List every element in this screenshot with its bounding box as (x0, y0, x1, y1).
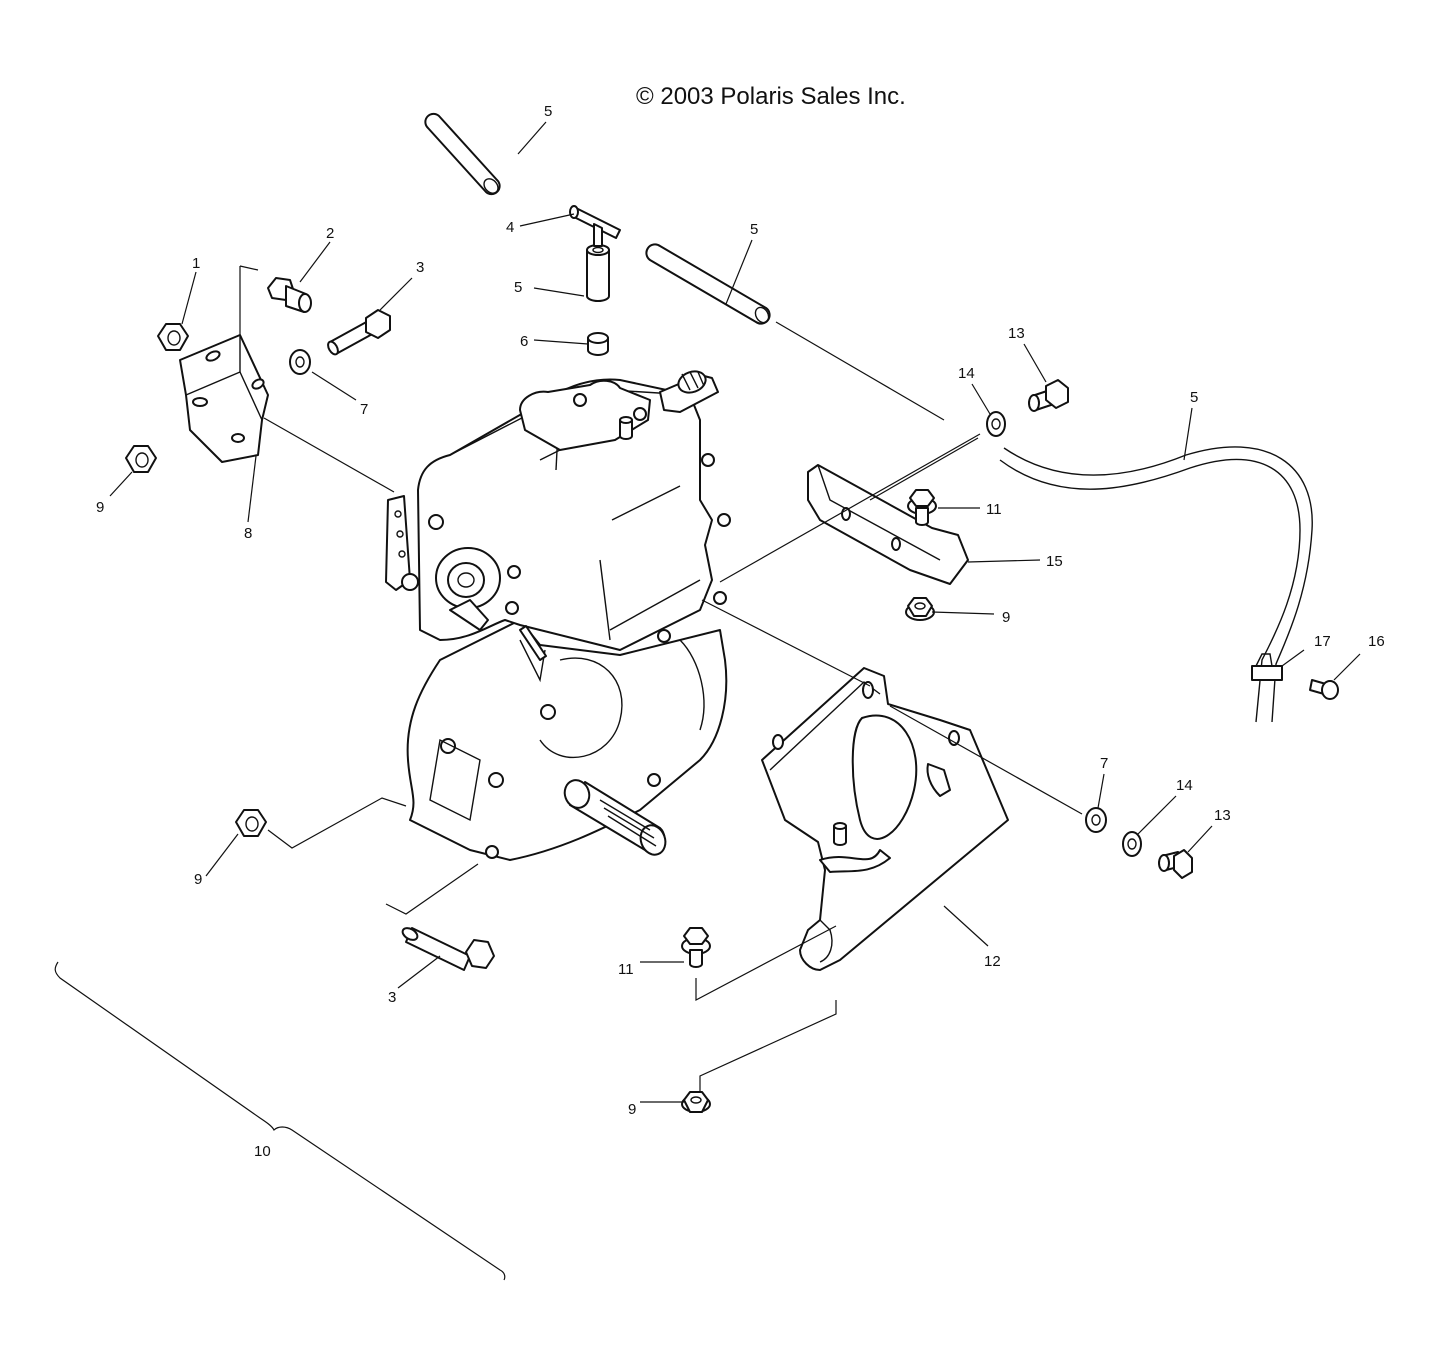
bolt-13-lower (1158, 849, 1193, 879)
callout-7: 7 (360, 401, 368, 418)
callout-labels: 5 4 5 6 5 5 1 2 3 7 9 8 14 13 11 15 9 17… (96, 103, 1385, 1160)
callout-12: 12 (984, 953, 1001, 970)
hose-clamp (1251, 653, 1283, 681)
callout-13: 13 (1008, 325, 1025, 342)
callout-2: 2 (326, 225, 334, 242)
lock-washer-lower (1122, 831, 1142, 857)
callout-5: 5 (544, 103, 552, 120)
screw (1309, 679, 1339, 700)
callout-1: 1 (192, 255, 200, 272)
cap (587, 332, 609, 356)
vent-hose-long (999, 446, 1313, 723)
callout-3: 3 (416, 259, 424, 276)
callout-5: 5 (514, 279, 522, 296)
callout-5: 5 (1190, 389, 1198, 406)
flange-bolt-2 (267, 277, 312, 313)
callout-13: 13 (1214, 807, 1231, 824)
nut-bottom (681, 1091, 711, 1113)
callout-11: 11 (986, 501, 1002, 518)
vent-hose-short (586, 244, 610, 302)
long-bolt-lower (401, 927, 495, 971)
washer-upper (289, 349, 311, 375)
callout-9: 9 (1002, 609, 1010, 626)
callout-5: 5 (750, 221, 758, 238)
t-fitting (569, 205, 621, 247)
callout-4: 4 (506, 219, 514, 236)
nut-right (905, 597, 935, 621)
flange-bolt-upper (907, 489, 937, 526)
callout-7: 7 (1100, 755, 1108, 772)
flange-bolt-lower (681, 927, 711, 968)
copyright-text: © 2003 Polaris Sales Inc. (636, 83, 906, 110)
callout-15: 15 (1046, 553, 1063, 570)
washer-right (1085, 807, 1107, 833)
lock-washer-upper (986, 411, 1006, 437)
bolt-13-upper (1028, 379, 1069, 412)
callout-9: 9 (96, 499, 104, 516)
left-mount-bracket (179, 334, 269, 463)
reference-lines (54, 121, 1361, 1281)
nut-lower-left (235, 809, 267, 837)
callout-14: 14 (958, 365, 975, 382)
callout-9: 9 (194, 871, 202, 888)
flange-nut-1 (157, 323, 189, 351)
callout-8: 8 (244, 525, 252, 542)
callout-16: 16 (1368, 633, 1385, 650)
callout-11: 11 (618, 961, 634, 978)
callout-10: 10 (254, 1143, 271, 1160)
callout-9: 9 (628, 1101, 636, 1118)
callout-6: 6 (520, 333, 528, 350)
long-bolt-upper (327, 309, 391, 356)
side-plate (807, 464, 969, 585)
callout-14: 14 (1176, 777, 1193, 794)
vent-hose-top-left (424, 112, 501, 196)
callout-3: 3 (388, 989, 396, 1006)
gearcase-assembly (385, 370, 731, 861)
vent-hose-top-right (645, 243, 771, 325)
callout-17: 17 (1314, 633, 1331, 650)
nut-left (125, 445, 157, 473)
heat-shield (761, 667, 1009, 971)
